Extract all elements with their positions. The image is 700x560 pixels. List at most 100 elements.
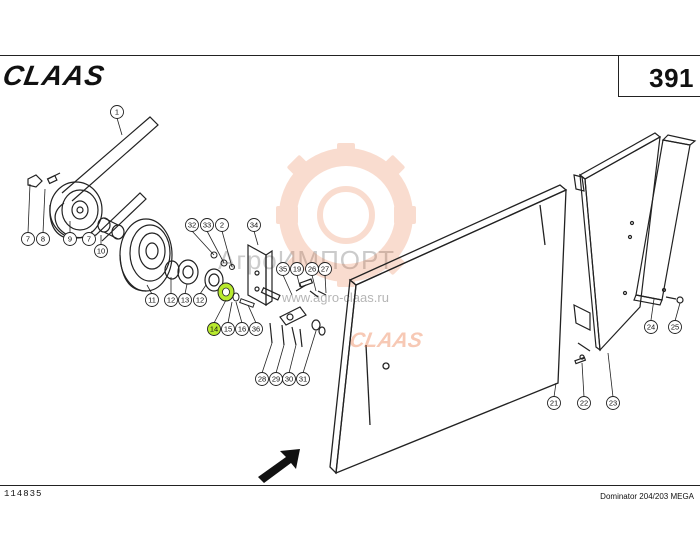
footer-divider <box>0 485 700 486</box>
callout-number: 24 <box>647 323 655 332</box>
callout-circle <box>644 320 658 334</box>
callout-circle <box>94 244 108 258</box>
callout-circle <box>215 218 229 232</box>
callout-14: 14 <box>207 322 221 336</box>
large-pulley <box>119 218 173 292</box>
callout-24: 24 <box>644 320 658 334</box>
claas-logo: CLAAS <box>4 60 108 90</box>
callout-number: 13 <box>181 296 189 305</box>
callout-19: 19 <box>290 262 304 276</box>
bolt-25 <box>665 296 684 304</box>
callout-34: 34 <box>247 218 261 232</box>
callout-16: 16 <box>235 322 249 336</box>
callout-31: 31 <box>296 372 310 386</box>
callout-number: 32 <box>188 221 196 230</box>
callout-32: 32 <box>185 218 199 232</box>
callout-circle <box>200 218 214 232</box>
callout-30: 30 <box>282 372 296 386</box>
callout-number: 30 <box>285 375 293 384</box>
callout-7: 7 <box>82 232 96 246</box>
callout-22: 22 <box>577 396 591 410</box>
callout-circle <box>207 322 221 336</box>
highlighted-bushing-14 <box>217 282 235 302</box>
callout-circle <box>668 320 682 334</box>
drive-belt <box>54 116 159 242</box>
callout-number: 8 <box>41 235 45 244</box>
callout-8: 8 <box>36 232 50 246</box>
callout-circle <box>296 372 310 386</box>
callout-25: 25 <box>668 320 682 334</box>
callout-11: 11 <box>145 293 159 307</box>
callout-circle <box>235 322 249 336</box>
callout-circle <box>36 232 50 246</box>
callout-number: 36 <box>252 325 260 334</box>
callout-circle <box>247 218 261 232</box>
callout-circle <box>606 396 620 410</box>
callout-36: 36 <box>249 322 263 336</box>
callout-number: 10 <box>97 247 105 256</box>
header-divider <box>0 55 700 56</box>
callout-number: 11 <box>148 296 156 305</box>
callout-number: 31 <box>299 375 307 384</box>
callout-12: 12 <box>193 293 207 307</box>
callout-circle <box>276 262 290 276</box>
callout-number: 34 <box>250 221 258 230</box>
callout-circle <box>110 105 124 119</box>
callout-circle <box>82 232 96 246</box>
callout-21: 21 <box>547 396 561 410</box>
bolt-7-left <box>27 172 61 188</box>
callout-number: 29 <box>272 375 280 384</box>
callout-27: 27 <box>318 262 332 276</box>
callout-circle <box>255 372 269 386</box>
model-caption: Dominator 204/203 MEGA <box>600 492 694 501</box>
svg-text:CLAAS: CLAAS <box>4 60 108 90</box>
direction-arrow-icon <box>258 449 300 483</box>
tensioner-lever <box>269 278 327 348</box>
callout-circle <box>178 293 192 307</box>
callout-7: 7 <box>21 232 35 246</box>
page-number-box-left <box>618 55 619 97</box>
callout-number: 1 <box>115 108 119 117</box>
page-number: 391 <box>649 63 694 93</box>
callout-number: 23 <box>609 399 617 408</box>
callout-12: 12 <box>164 293 178 307</box>
page-number-box-bottom <box>618 96 700 97</box>
callout-23: 23 <box>606 396 620 410</box>
spacer-bushing <box>97 217 125 240</box>
callout-1: 1 <box>110 105 124 119</box>
callout-circle <box>290 262 304 276</box>
callout-number: 26 <box>308 265 316 274</box>
exploded-parts-diagram: 1789710111213121415163632332343519262728… <box>21 105 697 483</box>
callout-15: 15 <box>221 322 235 336</box>
small-pulley <box>49 181 103 240</box>
callout-number: 35 <box>279 265 287 274</box>
side-cover-panel <box>329 184 568 475</box>
callout-33: 33 <box>200 218 214 232</box>
callout-circle <box>282 372 296 386</box>
callout-circle <box>577 396 591 410</box>
callout-26: 26 <box>305 262 319 276</box>
mounting-bracket-34 <box>247 243 281 307</box>
washers-small <box>210 251 255 308</box>
callout-circle <box>193 293 207 307</box>
callout-13: 13 <box>178 293 192 307</box>
callout-2: 2 <box>215 218 229 232</box>
callout-number: 12 <box>167 296 175 305</box>
guide-rail-24 <box>633 134 697 306</box>
callout-circle <box>318 262 332 276</box>
frame-bracket-23 <box>573 132 662 365</box>
callout-35: 35 <box>276 262 290 276</box>
callout-number: 22 <box>580 399 588 408</box>
drawing-number: 114835 <box>4 489 43 499</box>
callout-number: 14 <box>210 325 218 334</box>
callout-number: 28 <box>258 375 266 384</box>
callout-circle <box>249 322 263 336</box>
callout-circle <box>185 218 199 232</box>
callout-number: 7 <box>87 235 91 244</box>
callout-circle <box>63 232 77 246</box>
watermark-gear-icon <box>276 143 416 287</box>
callout-circle <box>164 293 178 307</box>
callout-circle <box>221 322 235 336</box>
callout-number: 33 <box>203 221 211 230</box>
